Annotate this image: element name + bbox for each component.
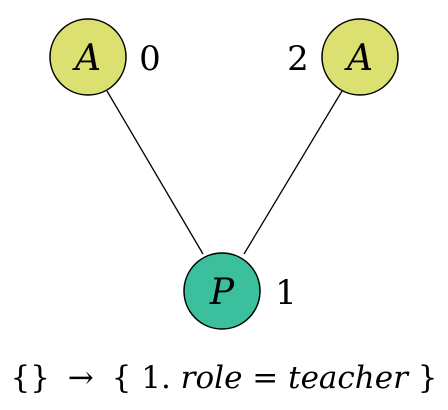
rule-close-brace: } [418, 360, 438, 396]
edge-a2-p1 [243, 90, 343, 255]
rule-key: role [181, 360, 243, 396]
node-a0-circle [49, 18, 127, 96]
rule-lhs: {} [10, 360, 49, 396]
node-a2-index: 2 [287, 39, 309, 79]
rule-arrow: → [68, 360, 94, 396]
node-p1-index: 1 [275, 273, 297, 313]
node-p1-circle [183, 252, 261, 330]
rule-value: teacher [288, 360, 410, 396]
rule-index: 1. [141, 360, 171, 396]
rule-open-brace: { [112, 360, 132, 396]
node-p1-label: P [209, 272, 235, 313]
node-a2: A 2 [287, 18, 399, 96]
node-a0: A 0 [49, 18, 161, 96]
node-a2-circle [321, 18, 399, 96]
node-p1: P 1 [183, 252, 297, 330]
node-a0-label: A [72, 38, 101, 79]
node-a2-label: A [344, 38, 373, 79]
rule-caption: {} → { 1. role = teacher } [10, 360, 437, 396]
rule-equals: = [252, 360, 288, 396]
node-a0-index: 0 [139, 39, 161, 79]
edge-a0-p1 [106, 90, 204, 255]
